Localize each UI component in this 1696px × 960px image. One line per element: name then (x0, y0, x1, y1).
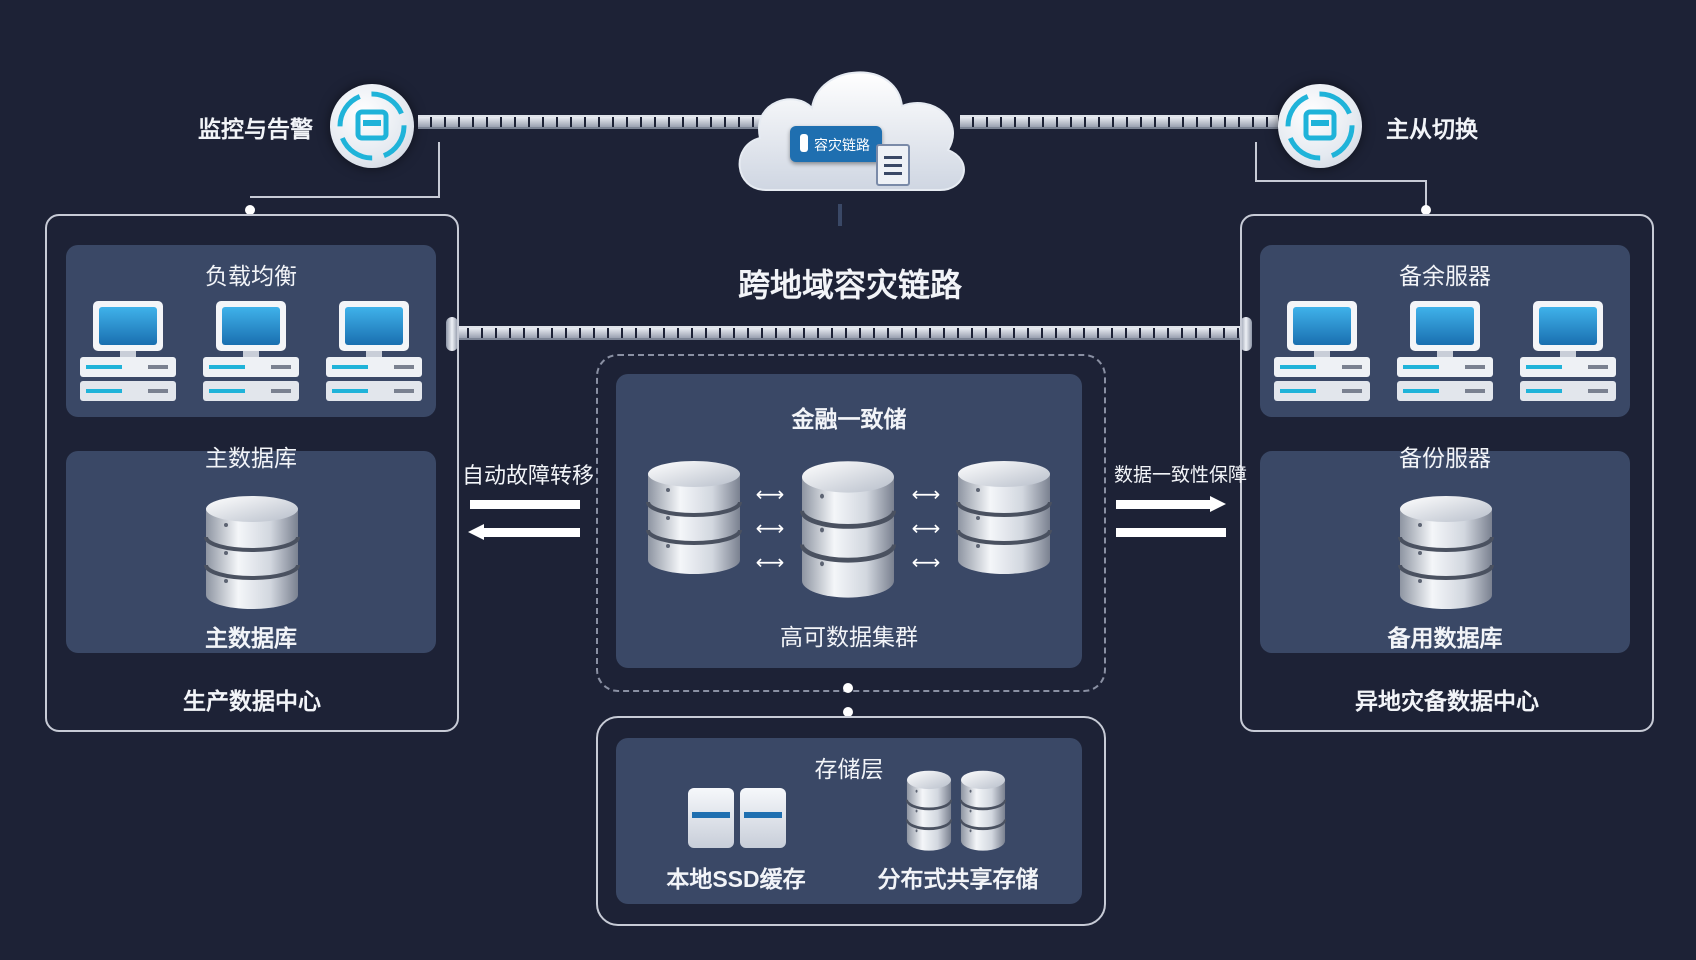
storage-frame (596, 716, 1106, 926)
cloud-stem (838, 204, 842, 226)
sync-arrow-icon: ⟷ (911, 552, 941, 574)
sync-arrow-icon: ⟷ (911, 484, 941, 506)
monitor-connector (438, 142, 440, 198)
failover-bar-bottom (484, 528, 580, 537)
switch-badge[interactable] (1278, 84, 1362, 168)
shared-storage-icon[interactable] (906, 770, 952, 852)
consistency-label: 数据一致性保障 (1114, 465, 1248, 486)
cloud-badge: 容灾链路 (790, 126, 882, 162)
storage-dot (843, 707, 853, 717)
server-icon[interactable] (78, 299, 178, 403)
main-rail (455, 326, 1245, 340)
standby-mid-label: 备份服器 (1399, 445, 1491, 471)
backup-servers-panel: 备余服器 (1260, 245, 1630, 417)
production-dc-label: 生产数据中心 (183, 688, 321, 714)
top-rail-right (960, 115, 1278, 129)
cluster-panel: 金融一致储 ⟷ ⟷ ⟷ ⟷ ⟷ ⟷ 高可数据集群 (616, 374, 1082, 668)
cluster-title: 金融一致储 (791, 406, 907, 432)
connector-dot (245, 205, 255, 215)
server-icon[interactable] (1272, 299, 1372, 403)
switch-connector-h (1255, 180, 1427, 182)
cloud-icon (738, 71, 965, 191)
top-rail-left (418, 115, 770, 129)
sync-arrow-icon: ⟷ (755, 518, 785, 540)
cluster-dot (843, 683, 853, 693)
load-balancer-title: 负载均衡 (205, 263, 297, 289)
cluster-label: 高可数据集群 (780, 624, 918, 650)
failover-label: 自动故障转移 (462, 463, 595, 488)
main-rail-cap-left (446, 317, 458, 351)
primary-db-panel: 主数据库 主数据库 (66, 445, 436, 653)
monitor-connector-h (250, 196, 440, 198)
shared-storage-icon[interactable] (960, 770, 1006, 852)
server-icon[interactable] (324, 299, 424, 403)
link-title: 跨地域容灾链路 (737, 267, 962, 303)
cloud-badge-label: 容灾链路 (814, 137, 870, 153)
monitor-icon (337, 91, 407, 161)
backup-servers-title: 备余服器 (1399, 263, 1491, 289)
cloud (726, 50, 976, 200)
load-balancer-panel: 负载均衡 (66, 245, 436, 417)
sync-arrow-icon: ⟷ (755, 552, 785, 574)
user-icon (800, 134, 808, 152)
standby-db-panel: 备份服器 备用数据库 (1260, 445, 1630, 653)
primary-db-label: 主数据库 (205, 625, 297, 651)
monitor-badge[interactable] (330, 84, 414, 168)
switch-label: 主从切换 (1386, 116, 1478, 142)
storage-panel: 存储层 本地SSD缓存 分布式共享存储 (616, 738, 1082, 904)
cluster-database-icon[interactable] (646, 460, 742, 576)
cluster-database-icon[interactable] (956, 460, 1052, 576)
main-rail-cap-right (1240, 317, 1252, 351)
switch-connector (1255, 142, 1257, 182)
server-wifi-icon[interactable] (201, 299, 301, 403)
server-icon[interactable] (1518, 299, 1618, 403)
storage-title: 存储层 (814, 756, 884, 782)
local-ssd-label: 本地SSD缓存 (666, 866, 806, 892)
failover-arrow-icon (468, 524, 484, 540)
standby-db-label: 备用数据库 (1387, 625, 1503, 651)
server-icon[interactable] (1395, 299, 1495, 403)
ssd-icon[interactable] (688, 788, 788, 852)
connector-dot (1421, 205, 1431, 215)
sync-arrow-icon: ⟷ (755, 484, 785, 506)
standby-database-icon[interactable] (1398, 495, 1494, 611)
shared-storage-label: 分布式共享存储 (877, 866, 1039, 892)
switch-connector-v (1425, 180, 1427, 210)
consistency-bar-top (1116, 500, 1212, 509)
dr-dc-frame (1240, 214, 1654, 732)
switch-icon (1285, 91, 1355, 161)
failover-bar-top (470, 500, 580, 509)
production-dc-frame (45, 214, 459, 732)
dr-dc-label: 异地灾备数据中心 (1355, 688, 1539, 714)
sync-arrow-icon: ⟷ (911, 518, 941, 540)
primary-mid-label: 主数据库 (205, 445, 297, 471)
monitor-label: 监控与告警 (198, 116, 313, 142)
cluster-database-icon[interactable] (800, 460, 896, 600)
primary-database-icon[interactable] (204, 495, 300, 611)
document-icon (876, 144, 910, 186)
consistency-bar-bottom (1116, 528, 1226, 537)
consistency-arrow-icon (1210, 496, 1226, 512)
